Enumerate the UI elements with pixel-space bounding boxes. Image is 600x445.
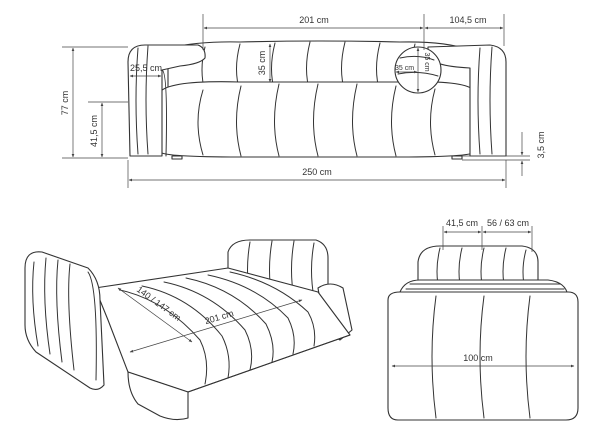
total-width-label: 250 cm (302, 167, 332, 177)
width-seat-label: 201 cm (299, 15, 329, 25)
bed-view-sofa (24, 239, 353, 421)
seat-depth-label: 41,5 cm (446, 218, 478, 228)
depth-side-label: 104,5 cm (449, 15, 486, 25)
front-view-dimensions: 201 cm 104,5 cm 25,5 cm 35 cm 35 cm 35 c… (60, 14, 546, 188)
back-cushion-height-label: 35 cm (257, 51, 267, 76)
total-height-label: 77 cm (60, 91, 70, 116)
cushion-diameter-v-label: 35 cm (423, 52, 430, 71)
back-depth-label: 56 / 63 cm (487, 218, 529, 228)
side-view-sofa (387, 245, 579, 421)
leg-height-label: 3,5 cm (536, 131, 546, 158)
front-view-sofa (127, 40, 507, 160)
side-view-dimensions: 41,5 cm 56 / 63 cm 100 cm (391, 218, 575, 368)
seat-height-label: 41,5 cm (89, 115, 99, 147)
armrest-width-label: 25,5 cm (130, 63, 162, 73)
bed-depth-label: 100 cm (463, 353, 493, 363)
cushion-diameter-h-label: 35 cm (395, 65, 414, 72)
